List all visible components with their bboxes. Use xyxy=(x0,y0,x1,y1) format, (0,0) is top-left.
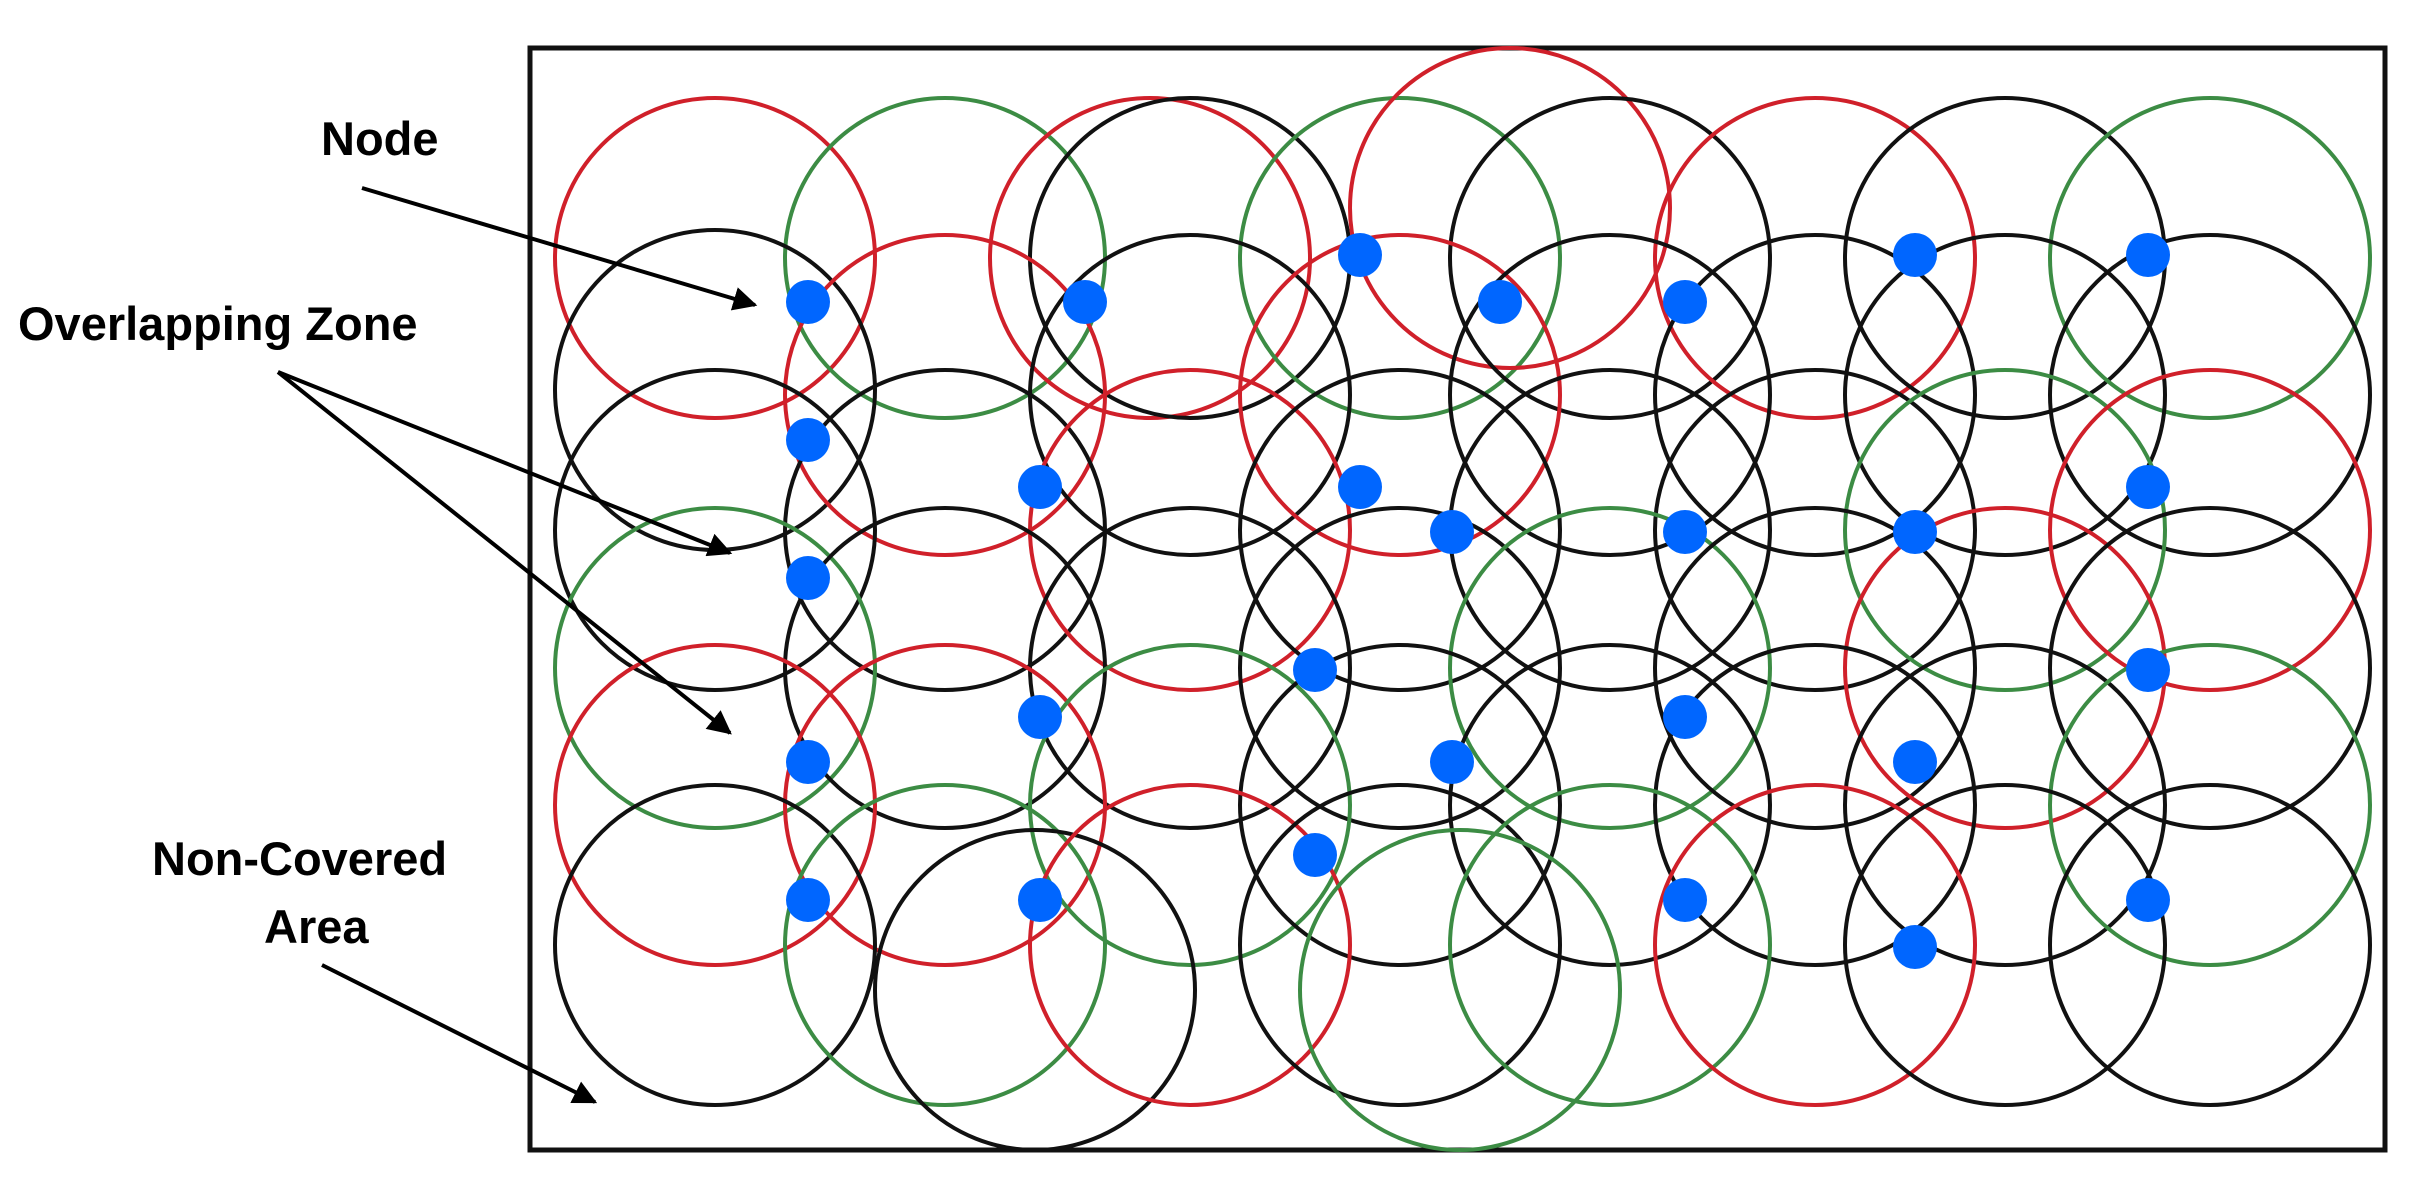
sensor-node-dot xyxy=(786,280,830,324)
sensor-node-dot xyxy=(1478,280,1522,324)
sensing-range-circle xyxy=(2048,783,2372,1107)
sensor-node-dot xyxy=(1430,740,1474,784)
sensing-range-circle xyxy=(1238,233,1562,557)
sensing-range-circle xyxy=(1028,368,1352,692)
node-pointer-arrow xyxy=(361,186,758,311)
sensor-node-dot xyxy=(1663,878,1707,922)
sensing-range-circle xyxy=(2048,368,2372,692)
sensor-node-dot xyxy=(2126,878,2170,922)
sensing-range-circle xyxy=(1028,783,1352,1107)
sensor-nodes xyxy=(786,233,2170,969)
sensor-node-dot xyxy=(1293,648,1337,692)
sensing-range-circle xyxy=(553,506,877,830)
sensing-range-circle xyxy=(783,368,1107,692)
sensing-range-circle xyxy=(553,368,877,692)
sensor-node-dot xyxy=(786,740,830,784)
sensor-node-dot xyxy=(1893,510,1937,554)
sensing-range-circle xyxy=(553,783,877,1107)
non-covered-area-label-line2: Area xyxy=(264,900,369,953)
sensing-range-circle xyxy=(1238,368,1562,692)
sensing-range-circle xyxy=(553,96,877,420)
non-covered-area-pointer-arrow xyxy=(321,963,598,1104)
sensing-range-circle xyxy=(1448,783,1772,1107)
sensing-range-circle xyxy=(1653,368,1977,692)
sensor-node-dot xyxy=(1063,280,1107,324)
sensor-node-dot xyxy=(2126,465,2170,509)
sensing-range-circle xyxy=(1843,783,2167,1107)
sensor-node-dot xyxy=(1338,233,1382,277)
overlapping-zone-label: Overlapping Zone xyxy=(18,297,418,350)
sensing-range-circle xyxy=(783,643,1107,967)
sensing-range-circle xyxy=(1843,233,2167,557)
sensor-node-dot xyxy=(1893,233,1937,277)
sensing-range-circle xyxy=(1653,783,1977,1107)
sensor-node-dot xyxy=(1293,833,1337,877)
sensing-range-circle xyxy=(1653,506,1977,830)
non-covered-area-label-line1: Non-Covered xyxy=(152,832,447,885)
sensing-range-circle xyxy=(2048,643,2372,967)
sensor-node-dot xyxy=(1018,465,1062,509)
sensing-range-circle xyxy=(1448,506,1772,830)
sensing-range-circle xyxy=(2048,233,2372,557)
sensor-node-dot xyxy=(1663,280,1707,324)
sensing-range-circle xyxy=(1653,643,1977,967)
sensing-range-circle xyxy=(783,783,1107,1107)
sensing-range-circle xyxy=(1653,233,1977,557)
node-label: Node xyxy=(321,112,439,165)
sensing-range-circle xyxy=(553,643,877,967)
sensor-node-dot xyxy=(786,556,830,600)
sensor-node-dot xyxy=(1018,695,1062,739)
sensing-range-circle xyxy=(1238,506,1562,830)
sensing-range-circle xyxy=(2048,506,2372,830)
sensing-range-circle xyxy=(1348,46,1672,370)
sensor-node-dot xyxy=(786,418,830,462)
sensing-range-circle xyxy=(1448,233,1772,557)
sensing-range-circle xyxy=(1448,96,1772,420)
sensing-range-circle xyxy=(1653,96,1977,420)
sensor-node-dot xyxy=(2126,648,2170,692)
sensor-node-dot xyxy=(786,878,830,922)
sensing-range-circle xyxy=(1028,643,1352,967)
sensor-node-dot xyxy=(1430,510,1474,554)
sensing-range-circle xyxy=(1843,368,2167,692)
sensing-range-circle xyxy=(873,828,1197,1152)
sensing-range-circle xyxy=(1238,643,1562,967)
sensing-range-circles xyxy=(553,46,2372,1152)
sensing-range-circle xyxy=(1238,96,1562,420)
sensor-node-dot xyxy=(1663,510,1707,554)
sensor-node-dot xyxy=(1893,925,1937,969)
sensor-node-dot xyxy=(1663,695,1707,739)
overlap-pointer-arrow-lower xyxy=(276,370,732,735)
overlap-pointer-arrow-upper xyxy=(277,370,733,557)
sensing-range-circle xyxy=(1298,828,1622,1152)
sensor-node-dot xyxy=(2126,233,2170,277)
sensing-range-circle xyxy=(1238,783,1562,1107)
sensor-node-dot xyxy=(1338,465,1382,509)
sensor-node-dot xyxy=(1018,878,1062,922)
sensing-range-circle xyxy=(1843,643,2167,967)
sensor-node-dot xyxy=(1893,740,1937,784)
sensing-range-circle xyxy=(988,96,1312,420)
sensing-range-circle xyxy=(2048,96,2372,420)
sensing-range-circle xyxy=(1448,643,1772,967)
